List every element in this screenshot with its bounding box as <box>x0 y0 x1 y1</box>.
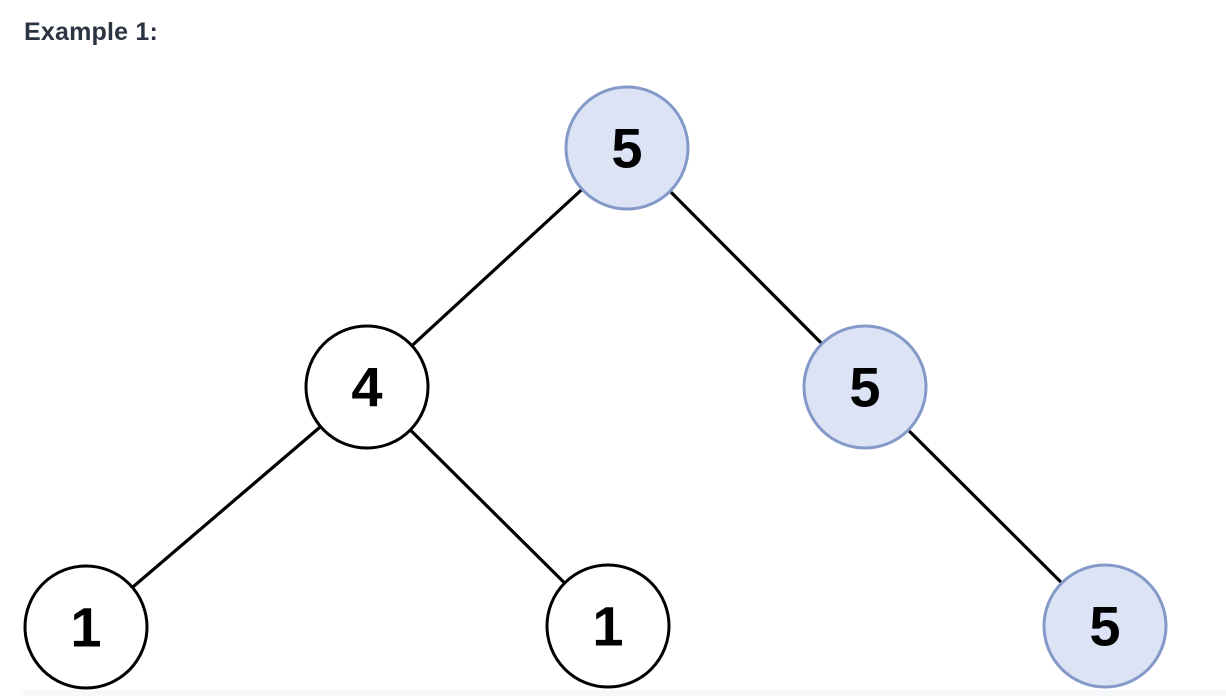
node-circle <box>545 563 671 689</box>
node-value-label: 5 <box>849 356 880 419</box>
tree-node-left: 4 <box>304 324 430 450</box>
node-value-label: 4 <box>351 356 382 419</box>
example-heading: Example 1: <box>24 18 159 46</box>
tree-node-left-right: 1 <box>545 563 671 689</box>
node-circle <box>23 564 149 690</box>
highlighted-node-circle <box>564 85 690 211</box>
tree-node-right-right: 5 <box>1042 563 1168 689</box>
code-block-top-edge <box>22 690 1226 696</box>
node-value-label: 1 <box>592 595 623 658</box>
highlighted-node-circle <box>802 324 928 450</box>
tree-node-right: 5 <box>802 324 928 450</box>
tree-node-left-left: 1 <box>23 564 149 690</box>
node-value-label: 1 <box>70 596 101 659</box>
node-value-label: 5 <box>611 117 642 180</box>
node-value-label: 5 <box>1089 595 1120 658</box>
node-circle <box>304 324 430 450</box>
highlighted-node-circle <box>1042 563 1168 689</box>
tree-node-root: 5 <box>564 85 690 211</box>
